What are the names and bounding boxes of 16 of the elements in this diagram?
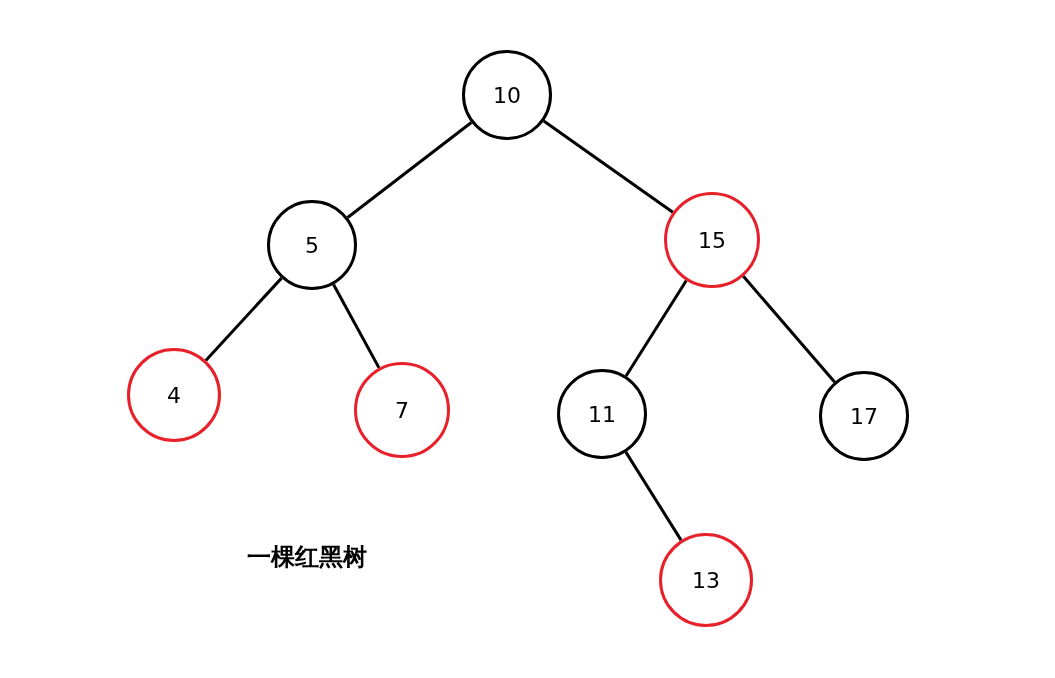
- edge-line: [742, 275, 836, 383]
- edge-line: [624, 279, 688, 377]
- tree-node-circle: 4: [127, 348, 221, 442]
- tree-node-circle: 11: [557, 369, 647, 459]
- edge-line: [332, 283, 381, 369]
- tree-node-circle: 7: [354, 362, 450, 458]
- tree-node-circle: 13: [659, 533, 753, 627]
- caption-text: 一棵红黑树: [247, 542, 367, 573]
- tree-node-circle: 10: [462, 50, 552, 140]
- edge-line: [624, 451, 683, 541]
- tree-node-circle: 17: [819, 371, 909, 461]
- edge-line: [204, 277, 283, 362]
- tree-node-circle: 15: [664, 192, 760, 288]
- tree-node-circle: 5: [267, 200, 357, 290]
- edge-line: [542, 119, 674, 214]
- edge-line: [346, 121, 473, 219]
